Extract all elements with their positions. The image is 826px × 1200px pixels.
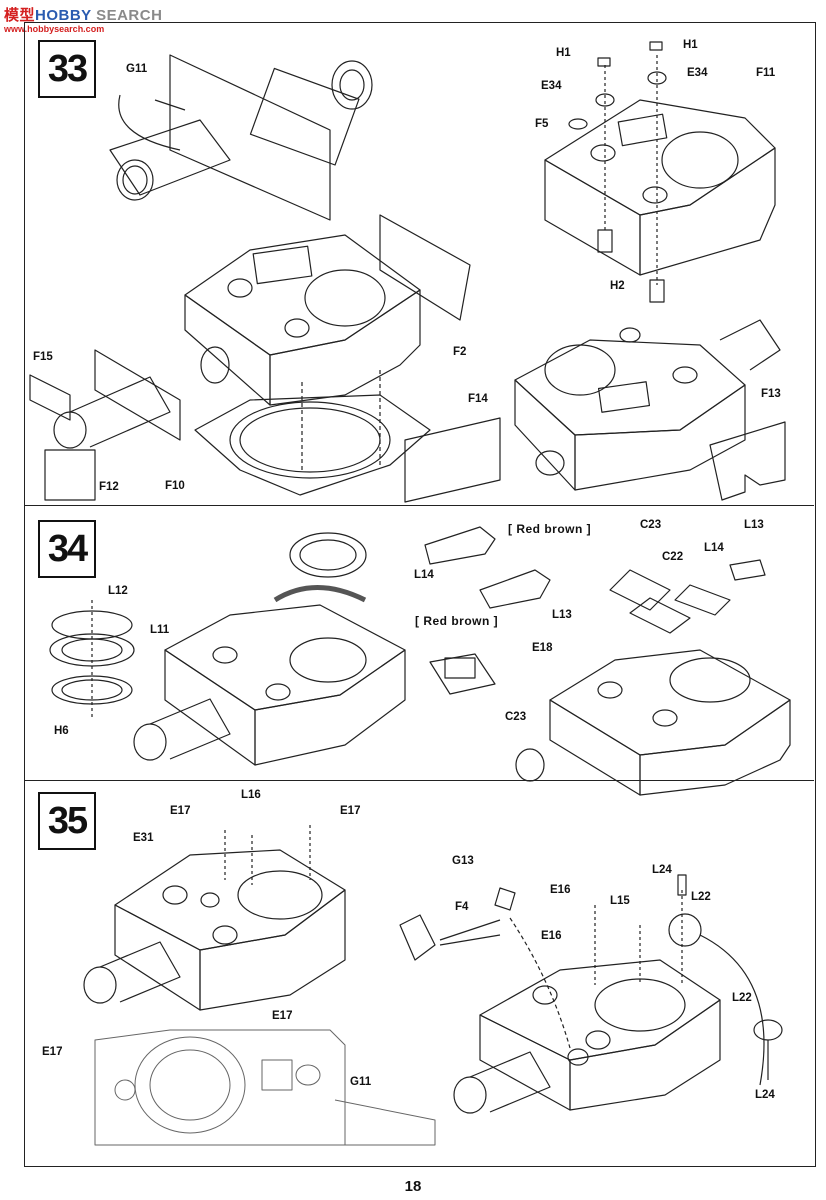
step-number-34: 34: [38, 520, 96, 578]
part-label: F14: [468, 393, 488, 405]
part-label: H1: [556, 47, 571, 59]
part-label: G13: [452, 855, 474, 867]
part-label: L13: [552, 609, 572, 621]
part-label: L22: [732, 992, 752, 1004]
watermark-url: www.hobbysearch.com: [4, 24, 105, 34]
part-label: F12: [99, 481, 119, 493]
hatch-parts-drawing: [424, 526, 551, 695]
part-label: L14: [704, 542, 724, 554]
part-label: G11: [350, 1076, 372, 1088]
part-label: E17: [272, 1010, 293, 1022]
part-label: E34: [687, 67, 708, 79]
part-label: L11: [150, 624, 170, 636]
part-label: C23: [505, 711, 527, 723]
part-label: H2: [610, 280, 625, 292]
part-label: L24: [652, 864, 672, 876]
watermark-logo: 模型HOBBY SEARCH: [4, 7, 163, 24]
part-label: E34: [541, 80, 562, 92]
commander-cupola-parts-drawing: [49, 600, 135, 720]
part-label: L14: [414, 569, 434, 581]
gun-assembly-drawing: [109, 54, 373, 221]
part-label: F4: [455, 901, 469, 913]
part-label: E16: [541, 930, 562, 942]
part-label: E17: [340, 805, 361, 817]
part-label: L24: [755, 1089, 775, 1101]
part-label: H1: [683, 39, 698, 51]
paint-note: [ Red brown ]: [415, 614, 499, 628]
turret-step35-left-drawing: [83, 825, 346, 1011]
part-label: E16: [550, 884, 571, 896]
turret-step35-right-drawing: [399, 874, 783, 1114]
detail-view-drawing: [94, 1029, 436, 1146]
part-label: F2: [453, 346, 467, 358]
step-number-33: 33: [38, 40, 96, 98]
part-label: F10: [165, 480, 185, 492]
part-label: L13: [744, 519, 764, 531]
part-label: F13: [761, 388, 781, 400]
turret-f11-drawing: [544, 41, 776, 303]
part-label: L15: [610, 895, 630, 907]
divider-33-34: [24, 505, 814, 506]
part-label: C22: [662, 551, 684, 563]
turret-step34-drawing: [133, 532, 406, 766]
part-label: E17: [42, 1046, 63, 1058]
part-label: L16: [241, 789, 261, 801]
turret-exploded-drawing: [29, 214, 501, 503]
part-label: G11: [126, 63, 148, 75]
part-label: E18: [532, 642, 553, 654]
part-label: F11: [756, 67, 776, 79]
part-label: E17: [170, 805, 191, 817]
part-label: E31: [133, 832, 154, 844]
divider-34-35: [24, 780, 814, 781]
page-frame: [24, 22, 816, 1167]
turret-step34-right-drawing: [515, 559, 791, 796]
part-label: L22: [691, 891, 711, 903]
page-number: 18: [404, 1178, 422, 1195]
turret-f13-drawing: [514, 319, 786, 501]
part-label: C23: [640, 519, 662, 531]
part-label: F15: [33, 351, 53, 363]
part-label: H6: [54, 725, 69, 737]
part-label: L12: [108, 585, 128, 597]
step-number-35: 35: [38, 792, 96, 850]
part-label: F5: [535, 118, 549, 130]
paint-note: [ Red brown ]: [508, 522, 592, 536]
